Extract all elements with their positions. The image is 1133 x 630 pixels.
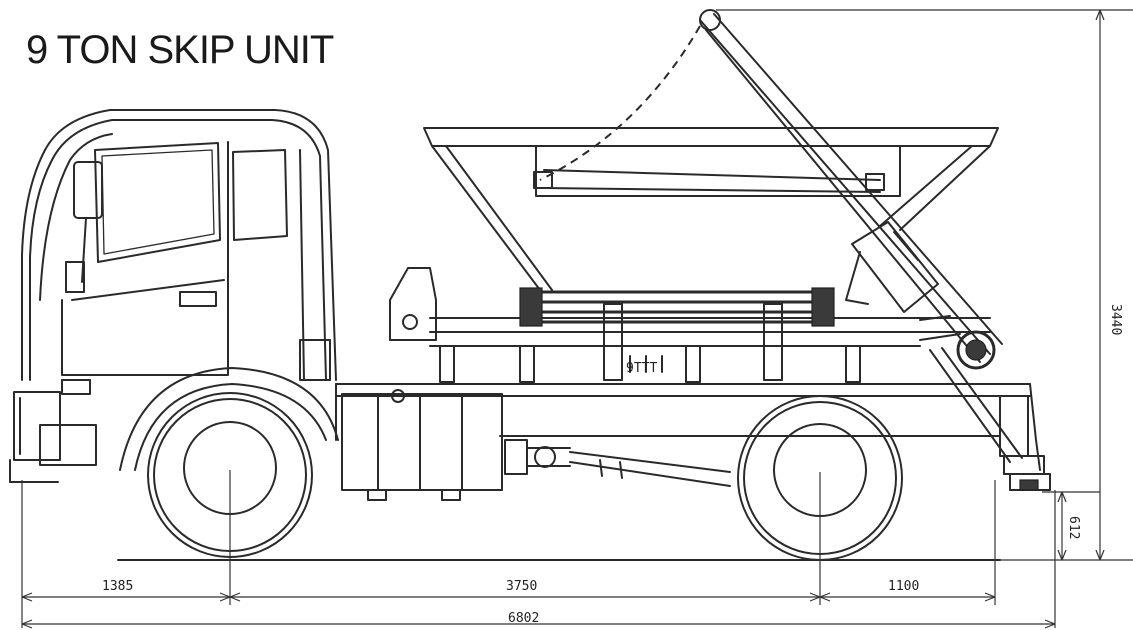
- dim-front-overhang: 1385: [102, 579, 133, 594]
- diagram-title: 9 TON SKIP UNIT: [26, 28, 334, 72]
- chassis: [335, 383, 1041, 501]
- dim-overall-length: 6802: [508, 611, 539, 626]
- dim-overall-height: 3440: [1108, 304, 1123, 335]
- chassis-badge: 9TTT: [626, 361, 657, 376]
- cab: [9, 109, 339, 483]
- dim-wheelbase: 3750: [506, 579, 537, 594]
- skip-container: [423, 127, 999, 327]
- subframe: 9TTT: [389, 267, 991, 383]
- dim-rear-overhang: 1100: [888, 579, 919, 594]
- lift-arm: [539, 9, 1051, 491]
- dimension-lines: 1385 3750 1100 6802 3440 612: [21, 9, 1133, 629]
- dim-rear-height: 612: [1066, 516, 1081, 539]
